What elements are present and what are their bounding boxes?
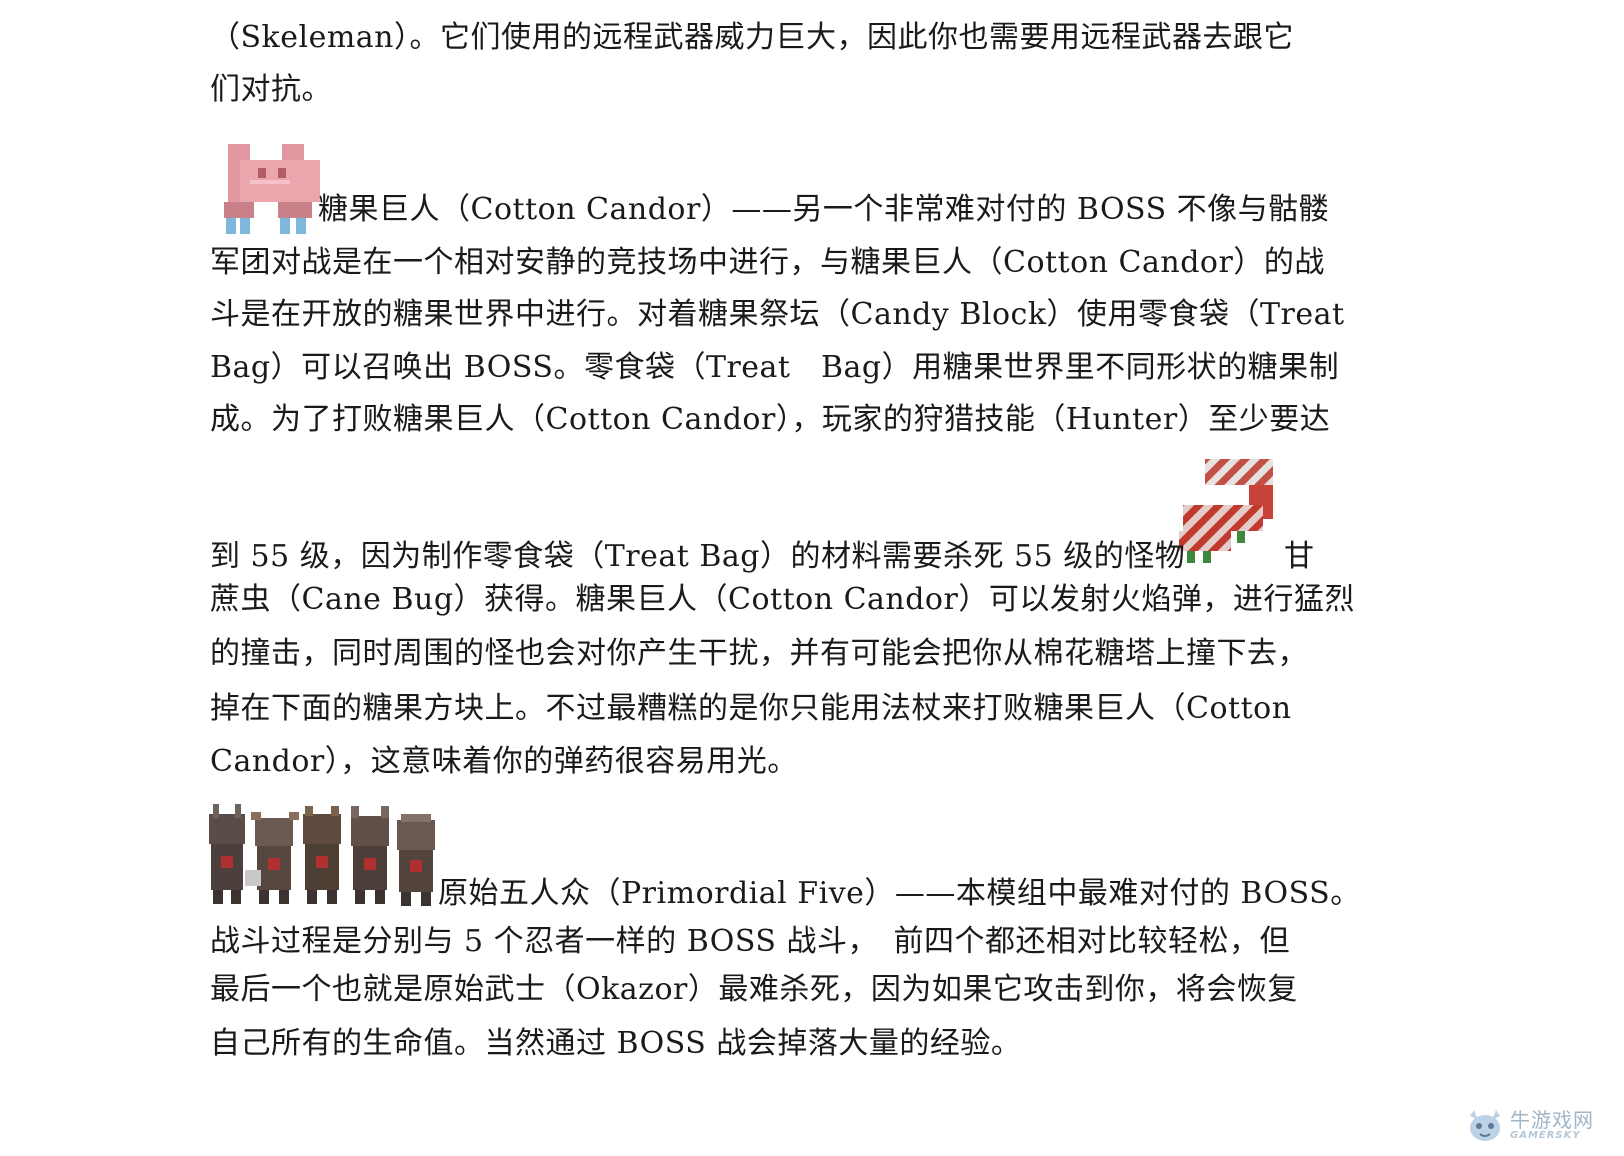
watermark-sub: GAMERSKY xyxy=(1510,1130,1581,1141)
paragraph-2-line-6a: 到 55 级，因为制作零食袋（Treat Bag）的材料需要杀死 55 级的怪物 xyxy=(210,539,1186,574)
paragraph-2-line-9: 掉在下面的糖果方块上。不过最糟糕的是你只能用法杖来打败糖果巨人（Cotton xyxy=(210,691,1292,726)
cane-bug-sprite xyxy=(1179,459,1273,563)
paragraph-2-line-2: 军团对战是在一个相对安静的竞技场中进行，与糖果巨人（Cotton Candor）… xyxy=(210,245,1325,280)
mascot-icon xyxy=(1470,1110,1500,1141)
paragraph-2-line-1: 糖果巨人（Cotton Candor）——另一个非常难对付的 BOSS 不像与骷… xyxy=(318,192,1330,227)
paragraph-1-line-1: （Skeleman）。它们使用的远程武器威力巨大，因此你也需要用远程武器去跟它 xyxy=(210,20,1294,55)
paragraph-3-line-1: 原始五人众（Primordial Five）——本模组中最难对付的 BOSS。 xyxy=(438,876,1361,911)
paragraph-2-line-4: Bag）可以召唤出 BOSS。零食袋（Treat Bag）用糖果世界里不同形状的… xyxy=(210,350,1340,385)
paragraph-2-line-8: 的撞击，同时周围的怪也会对你产生干扰，并有可能会把你从棉花糖塔上撞下去， xyxy=(210,636,1308,671)
paragraph-1-line-2: 们对抗。 xyxy=(210,72,332,107)
paragraph-2-line-5: 成。为了打败糖果巨人（Cotton Candor），玩家的狩猎技能（Hunter… xyxy=(210,402,1331,437)
paragraph-3-line-4: 自己所有的生命值。当然通过 BOSS 战会掉落大量的经验。 xyxy=(210,1026,1022,1061)
watermark-name: 牛游戏网 xyxy=(1510,1108,1594,1132)
paragraph-2-line-6b: 甘 xyxy=(1284,539,1315,574)
paragraph-2-line-10: Candor），这意味着你的弹药很容易用光。 xyxy=(210,744,798,779)
primordial-five-sprite xyxy=(209,804,435,906)
paragraph-3-line-2: 战斗过程是分别与 5 个忍者一样的 BOSS 战斗， 前四个都还相对比较轻松，但 xyxy=(210,924,1291,959)
cotton-candor-sprite xyxy=(224,144,320,234)
paragraph-2-line-7: 蔗虫（Cane Bug）获得。糖果巨人（Cotton Candor）可以发射火焰… xyxy=(210,582,1355,617)
gamersky-watermark: 牛游戏网 GAMERSKY xyxy=(1460,1102,1610,1150)
paragraph-2-line-3: 斗是在开放的糖果世界中进行。对着糖果祭坛（Candy Block）使用零食袋（T… xyxy=(210,297,1345,332)
paragraph-3-line-3: 最后一个也就是原始武士（Okazor）最难杀死，因为如果它攻击到你，将会恢复 xyxy=(210,972,1298,1007)
